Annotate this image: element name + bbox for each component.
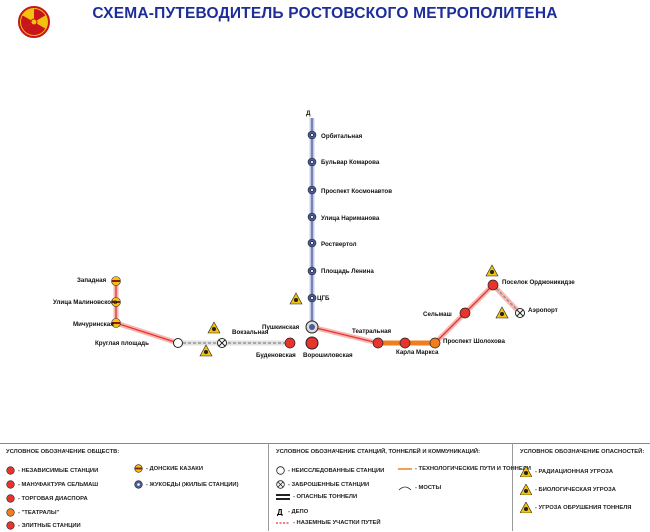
legend-item: - БИОЛОГИЧЕСКАЯ УГРОЗА <box>520 484 616 495</box>
svg-text:Ворошиловская: Ворошиловская <box>303 352 353 359</box>
svg-text:Роствертол: Роствертол <box>321 241 357 248</box>
svg-text:Поселок Орджоникидзе: Поселок Орджоникидзе <box>502 279 575 286</box>
red-station-icon <box>6 466 15 475</box>
station-markers <box>111 130 525 350</box>
legend-item: - МАНУФАКТУРА СЕЛЬМАШ <box>6 480 98 489</box>
depot-icon: Д <box>277 508 283 516</box>
red-station-icon <box>6 494 15 503</box>
legend-item: - ТЕХНОЛОГИЧЕСКИЕ ПУТИ И ТОННЕЛИ <box>398 466 531 472</box>
legend-item: - ОПАСНЫЕ ТОННЕЛИ <box>276 494 357 500</box>
page-title: СХЕМА-ПУТЕВОДИТЕЛЬ РОСТОВСКОГО МЕТРОПОЛИ… <box>92 5 558 22</box>
legend <box>0 443 650 532</box>
legend-item: - УГРОЗА ОБРУШЕНИЯ ТОННЕЛЯ <box>520 502 631 513</box>
dangerous-tunnel-icon <box>276 494 290 500</box>
legend-item: - ТОРГОВАЯ ДИАСПОРА <box>6 494 88 503</box>
radiation-hazard-icon <box>520 466 532 477</box>
legend-item: Д- ДЕПО <box>277 508 309 516</box>
bridge-icon <box>398 486 412 491</box>
svg-text:Аэропорт: Аэропорт <box>528 307 558 314</box>
legend-item: - НАЗЕМНЫЕ УЧАСТКИ ПУТЕЙ <box>276 520 381 526</box>
legend-infra-title: УСЛОВНОЕ ОБОЗНАЧЕНИЕ СТАНЦИЙ, ТОННЕЛЕЙ И… <box>276 449 480 455</box>
collapse-hazard-icon <box>520 502 532 513</box>
legend-item: - ЭЛИТНЫЕ СТАНЦИИ <box>6 521 81 530</box>
west-red-line <box>113 281 290 346</box>
legend-divider <box>512 443 513 531</box>
legend-item: - ДОНСКИЕ КАЗАКИ <box>134 464 203 473</box>
metro-map: Д Орбитальная Бульвар Комарова Проспект … <box>53 110 575 359</box>
red-station-icon <box>6 480 15 489</box>
svg-text:Пушкинская: Пушкинская <box>262 324 300 331</box>
legend-item: - РАДИАЦИОННАЯ УГРОЗА <box>520 466 613 477</box>
svg-text:Карла Маркса: Карла Маркса <box>396 349 439 356</box>
legend-item: - "ТЕАТРАЛЫ" <box>6 508 59 517</box>
legend-item: - ЖУКОЕДЫ (ЖИЛЫЕ СТАНЦИИ) <box>134 480 239 489</box>
svg-text:Бульвар Комарова: Бульвар Комарова <box>321 159 380 166</box>
radiation-logo-icon <box>18 6 50 43</box>
cossack-station-icon <box>134 464 143 473</box>
legend-divider <box>268 443 269 531</box>
svg-text:Мичуринская: Мичуринская <box>73 321 114 328</box>
svg-text:Проспект Космонавтов: Проспект Космонавтов <box>321 188 392 195</box>
unexplored-station-icon <box>276 466 285 475</box>
svg-text:Театральная: Театральная <box>352 328 392 335</box>
legend-danger-title: УСЛОВНОЕ ОБОЗНАЧЕНИЕ ОПАСНОСТЕЙ: <box>520 449 645 455</box>
residential-station-icon <box>134 480 143 489</box>
svg-text:ЦГБ: ЦГБ <box>317 295 330 302</box>
svg-text:Сельмаш: Сельмаш <box>423 311 452 318</box>
svg-text:Проспект Шолохова: Проспект Шолохова <box>443 338 505 345</box>
legend-item: - ЗАБРОШЕННЫЕ СТАНЦИИ <box>276 480 369 489</box>
svg-text:Орбитальная: Орбитальная <box>321 133 363 140</box>
svg-text:Площадь Ленина: Площадь Ленина <box>321 268 374 275</box>
abandoned-station-icon <box>276 480 285 489</box>
legend-item: - НЕЗАВИСИМЫЕ СТАНЦИИ <box>6 466 98 475</box>
biohazard-icon <box>520 484 532 495</box>
orange-station-icon <box>6 508 15 517</box>
svg-text:Д: Д <box>306 110 311 117</box>
east-line <box>311 281 522 346</box>
station-labels: Д Орбитальная Бульвар Комарова Проспект … <box>53 110 575 359</box>
elite-station-icon <box>6 521 15 530</box>
svg-text:Вокзальная: Вокзальная <box>232 329 269 336</box>
svg-text:Улица Малиновского: Улица Малиновского <box>53 299 118 306</box>
svg-text:Западная: Западная <box>77 277 107 284</box>
svg-text:Д: Д <box>277 508 283 516</box>
surface-track-icon <box>276 522 290 524</box>
svg-text:Улица Нариманова: Улица Нариманова <box>321 215 380 222</box>
legend-item: - НЕИССЛЕДОВАННЫЕ СТАНЦИИ <box>276 466 384 475</box>
svg-text:Буденовская: Буденовская <box>256 352 296 359</box>
svg-text:Круглая площадь: Круглая площадь <box>95 340 149 347</box>
legend-item: - МОСТЫ <box>398 484 441 492</box>
hazard-icons <box>199 264 509 357</box>
technical-track-icon <box>398 468 412 470</box>
legend-objects-title: УСЛОВНОЕ ОБОЗНАЧЕНИЕ ОБЩЕСТВ: <box>6 449 120 455</box>
